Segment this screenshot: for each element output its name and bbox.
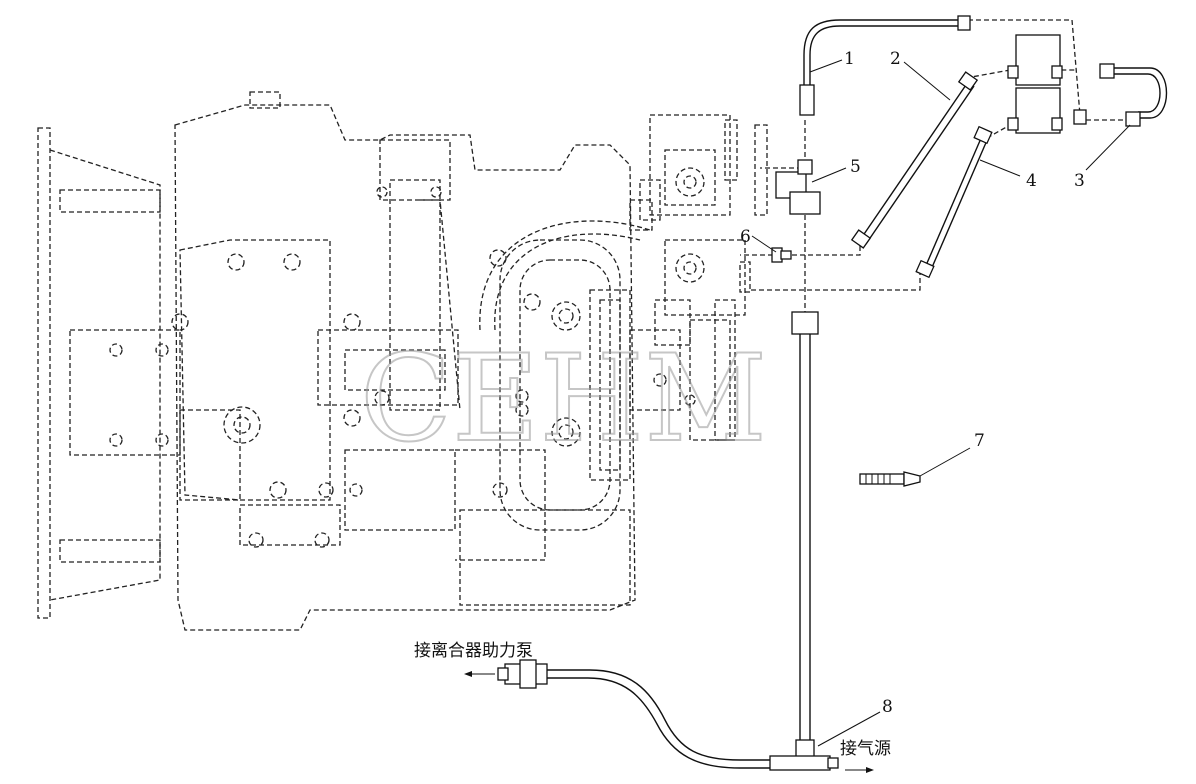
clutch-pump-hose	[497, 659, 770, 769]
main-vertical-pipe	[769, 311, 839, 771]
callout-7: 7	[974, 431, 985, 451]
callout-8: 8	[882, 697, 893, 717]
callout-2: 2	[890, 49, 901, 69]
double-check-valve	[1007, 34, 1087, 134]
fitting-6	[771, 247, 792, 263]
callout-3: 3	[1074, 171, 1085, 191]
pipe-1	[799, 15, 971, 116]
watermark-text: CEHM	[360, 330, 767, 469]
flow-arrows	[464, 671, 874, 773]
callout-numbers: 1 2 3 4 5 6 7 8	[740, 49, 1085, 717]
callout-1: 1	[844, 49, 855, 69]
callout-6: 6	[740, 227, 751, 247]
pipe-3	[1086, 63, 1168, 127]
leader-lines	[751, 59, 1131, 747]
tee-fitting-5	[775, 120, 821, 312]
pipe-2	[850, 71, 979, 249]
air-source-label: 接气源	[840, 739, 891, 759]
part-7-plug	[859, 471, 921, 487]
callout-4: 4	[1026, 171, 1037, 191]
clutch-pump-label: 接离合器助力泵	[414, 641, 533, 661]
bell-housing	[37, 127, 181, 619]
transmission-housing	[171, 91, 651, 631]
valve-block	[629, 114, 768, 441]
pipe-4	[915, 125, 993, 279]
callout-5: 5	[850, 157, 861, 177]
